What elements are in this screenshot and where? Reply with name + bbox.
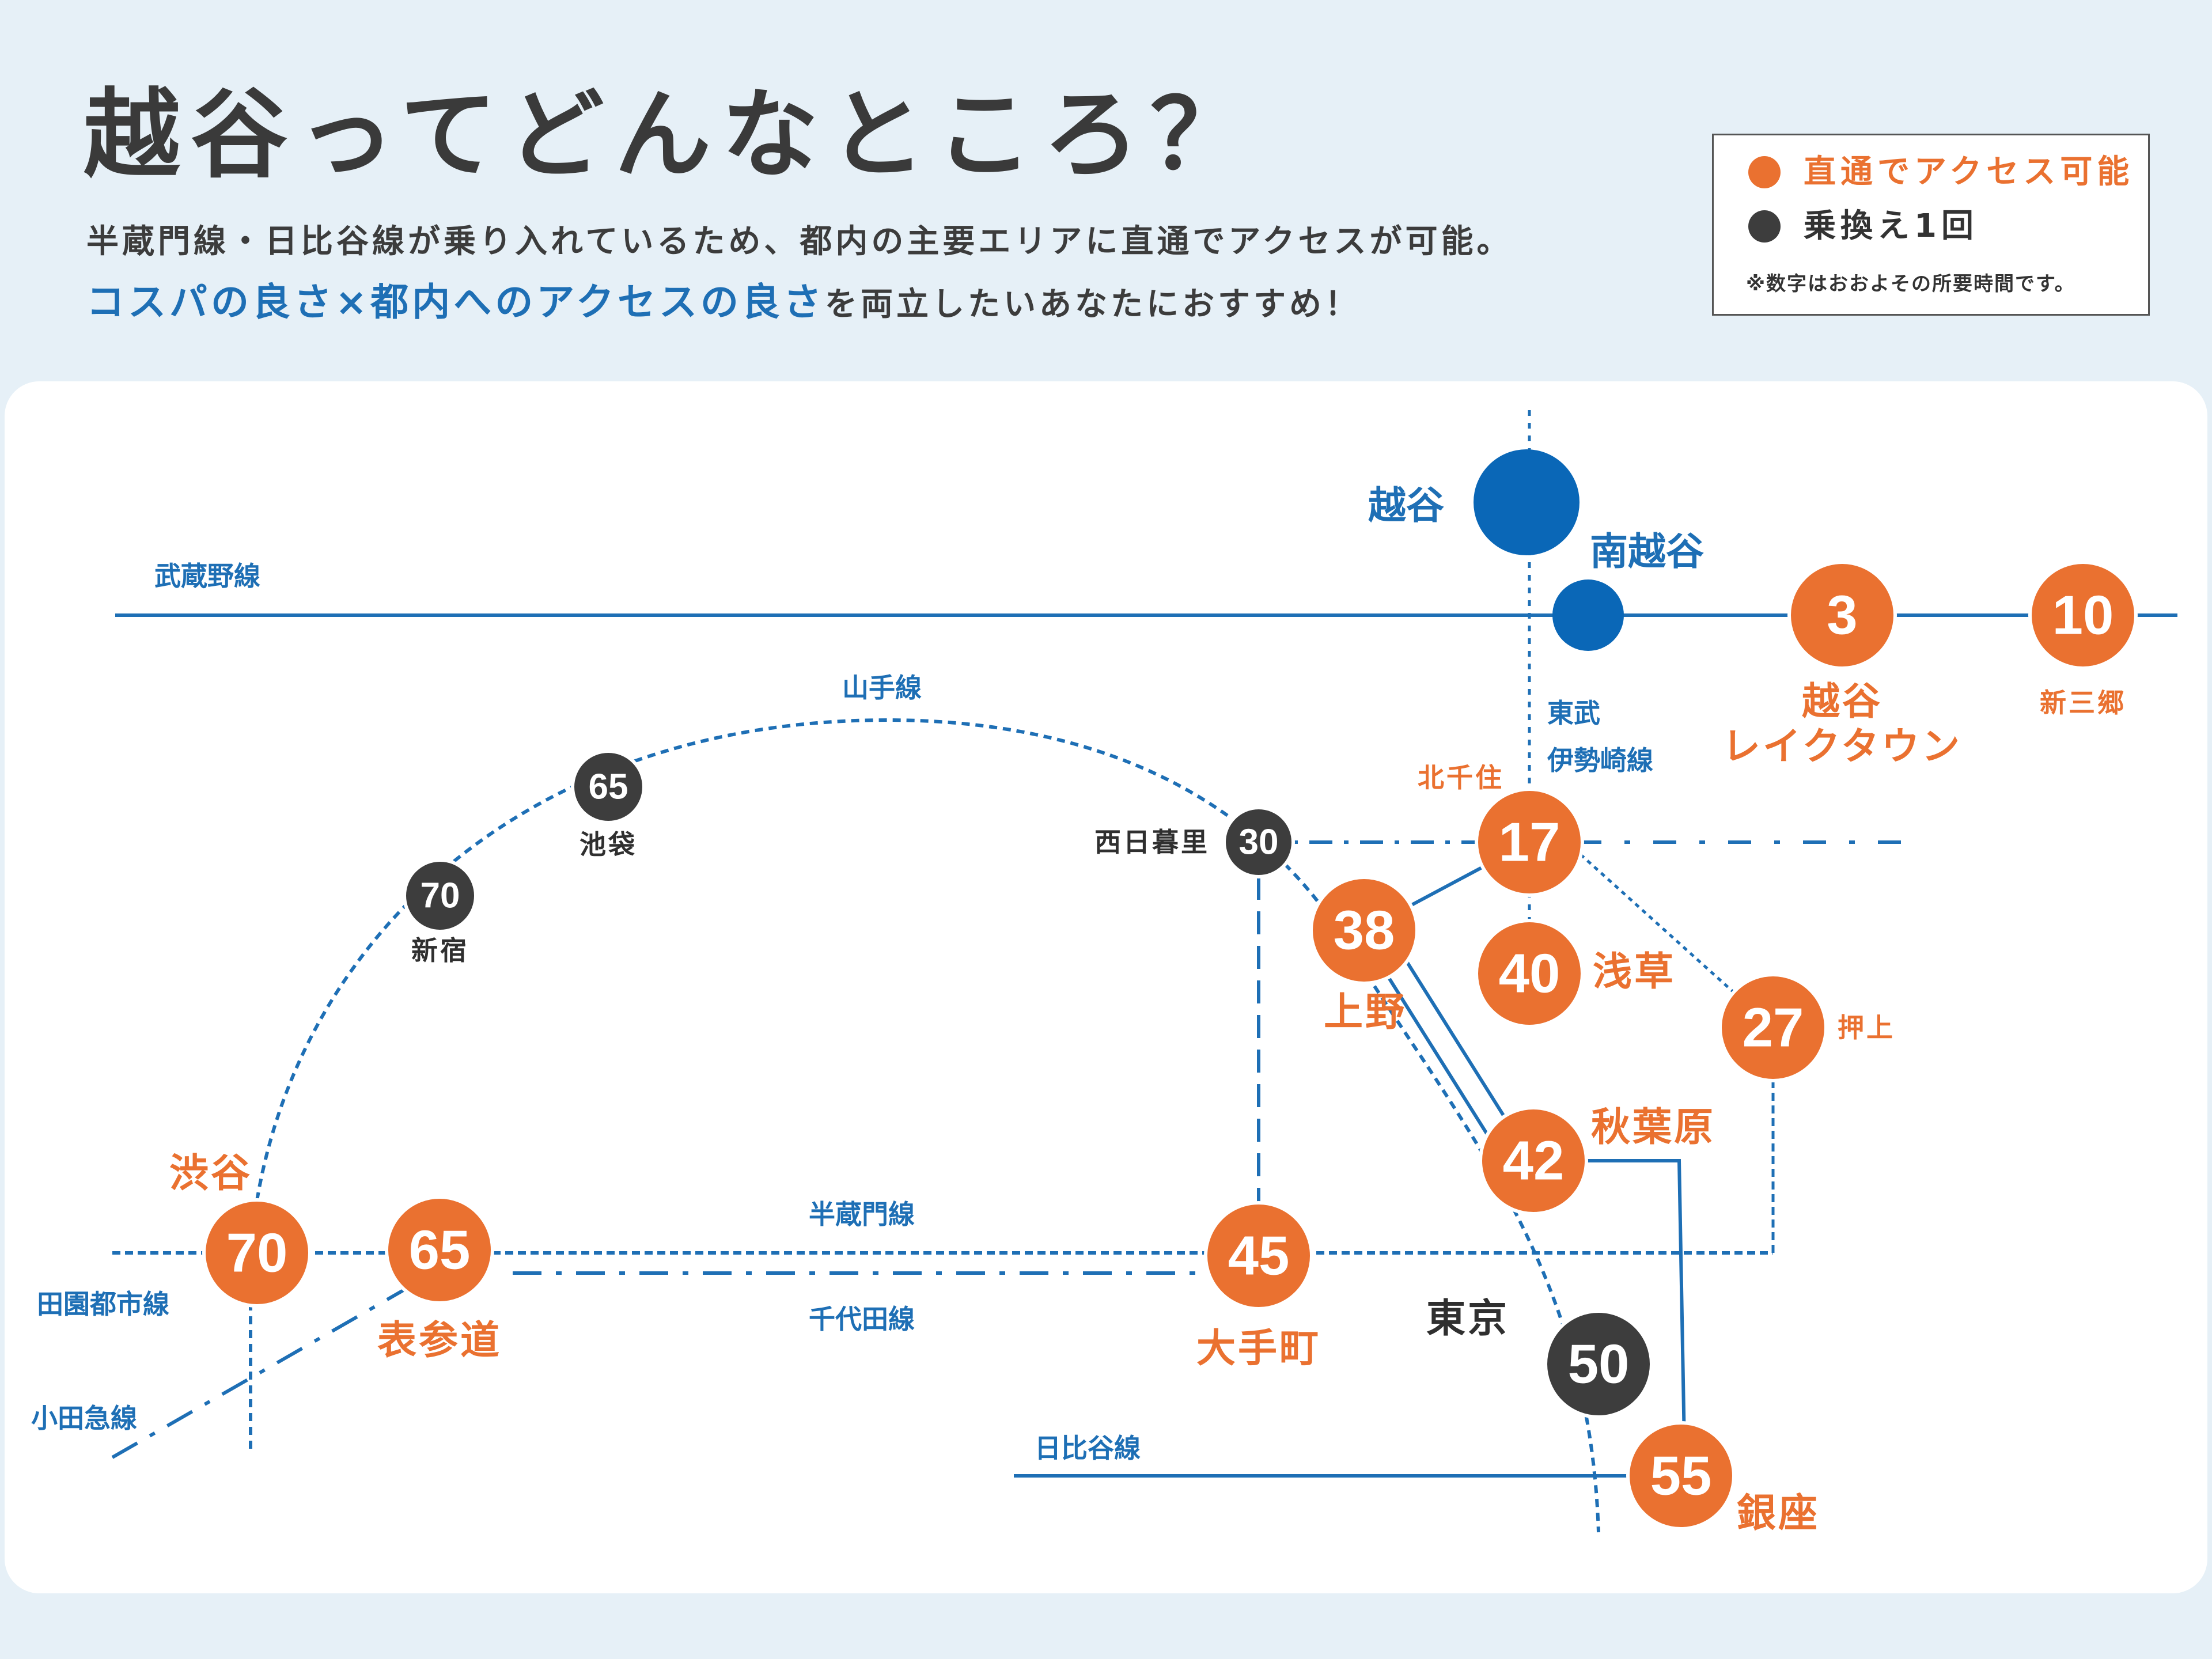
legend-note: ※数字はおおよその所要時間です。	[1746, 272, 2075, 296]
station-minutes: 65	[409, 1219, 471, 1281]
station-marker	[1479, 1106, 1588, 1215]
station-name: 東京	[1426, 1296, 1509, 1342]
station-name: 押上	[1838, 1012, 1895, 1043]
legend-transfer-label: 乗換え1回	[1804, 207, 1978, 245]
station-shibuya: 70 渋谷	[169, 1151, 312, 1308]
station-name: 上野	[1324, 990, 1407, 1035]
legend-item-transfer: 乗換え1回	[1748, 210, 1978, 243]
station-marker	[1626, 1421, 1736, 1531]
station-shin-misato: 10 新三郷	[2028, 560, 2138, 718]
station-otemachi: 45 大手町	[1196, 1201, 1321, 1372]
minami-koshigaya-origin-dot	[1552, 579, 1624, 651]
tobu-line-label-1: 東武	[1547, 698, 1600, 729]
station-marker	[1475, 787, 1584, 897]
station-name: 銀座	[1737, 1491, 1820, 1536]
station-marker	[403, 858, 478, 933]
description-line-1: 半蔵門線・日比谷線が乗り入れているため、都内の主要エリアに直通でアクセスが可能。	[86, 223, 1513, 260]
description-rest: を両立したいあなたにおすすめ！	[825, 286, 1361, 323]
station-name: 新宿	[411, 935, 469, 966]
yamanote-line	[249, 718, 1600, 1533]
station-marker	[1544, 1309, 1653, 1419]
station-marker	[1309, 876, 1419, 985]
station-minutes: 70	[226, 1222, 288, 1284]
station-kita-senju: 17 北千住	[1418, 762, 1584, 897]
station-ikebukuro: 65 池袋	[571, 749, 646, 860]
station-minutes: 27	[1743, 997, 1804, 1059]
station-name: 越谷	[1802, 679, 1883, 724]
dark-dot-icon	[1748, 210, 1781, 243]
station-omotesando: 65 表参道	[377, 1195, 502, 1363]
station-name: 秋葉原	[1591, 1105, 1715, 1150]
station-marker	[1718, 973, 1828, 1082]
station-name: 西日暮里	[1094, 827, 1210, 858]
station-nishi-nippori: 30 西日暮里	[1094, 806, 1295, 878]
legend-direct-label: 直通でアクセス可能	[1804, 153, 2134, 191]
station-minutes: 17	[1499, 812, 1560, 873]
page-title: 越谷ってどんなところ？	[84, 78, 1257, 191]
orange-dot-icon	[1748, 156, 1781, 188]
station-minutes: 55	[1650, 1445, 1712, 1507]
station-minutes: 3	[1827, 585, 1857, 646]
station-minutes: 40	[1499, 943, 1560, 1005]
station-marker	[2028, 560, 2138, 670]
station-minutes: 45	[1228, 1225, 1290, 1287]
station-name: 池袋	[579, 829, 637, 860]
musashino-line-label: 武蔵野線	[154, 560, 260, 592]
station-oshiage: 27 押上	[1718, 973, 1895, 1082]
station-name: 浅草	[1593, 949, 1676, 995]
station-asakusa: 40 浅草	[1475, 919, 1676, 1028]
station-marker	[571, 749, 646, 824]
koshigaya-label: 越谷	[1368, 483, 1444, 528]
station-marker	[202, 1198, 312, 1308]
station-name: レイクタウン	[1722, 724, 1962, 768]
station-marker	[1787, 560, 1897, 670]
station-minutes: 10	[2052, 585, 2114, 646]
station-name: 北千住	[1418, 762, 1504, 793]
koshigaya-origin-dot	[1474, 449, 1580, 555]
station-akihabara: 42 秋葉原	[1479, 1105, 1715, 1215]
station-marker	[1222, 806, 1295, 878]
station-name: 表参道	[377, 1318, 502, 1363]
description-highlight: コスパの良さ×都内へのアクセスの良さ	[86, 280, 825, 324]
station-minutes: 65	[589, 767, 628, 807]
station-minutes: 30	[1239, 823, 1279, 862]
legend-item-direct: 直通でアクセス可能	[1748, 156, 2134, 188]
chiyoda-line-label: 千代田線	[809, 1304, 915, 1335]
station-name: 渋谷	[169, 1151, 252, 1196]
odakyu-line	[111, 1289, 404, 1459]
station-minutes: 50	[1568, 1334, 1630, 1395]
description-line-2: コスパの良さ×都内へのアクセスの良さを両立したいあなたにおすすめ！	[86, 283, 1361, 321]
hibiya-line-label: 日比谷線	[1035, 1433, 1141, 1464]
station-marker	[385, 1195, 494, 1305]
station-name: 大手町	[1196, 1326, 1321, 1372]
station-marker	[1204, 1201, 1313, 1310]
map-legend: 直通でアクセス可能 乗換え1回 ※数字はおおよその所要時間です。	[1712, 134, 2150, 316]
station-marker	[1475, 919, 1584, 1028]
denentoshi-line-label: 田園都市線	[37, 1289, 169, 1320]
station-minutes: 42	[1503, 1130, 1565, 1192]
station-ueno: 38 上野	[1309, 876, 1419, 1035]
odakyu-line-label: 小田急線	[31, 1403, 137, 1434]
station-tokyo: 50 東京	[1426, 1296, 1653, 1419]
tobu-line-label-2: 伊勢崎線	[1547, 745, 1653, 776]
minami-koshigaya-label: 南越谷	[1590, 529, 1704, 574]
station-name: 新三郷	[2040, 687, 2126, 718]
station-minutes: 70	[421, 876, 460, 916]
yamanote-line-label: 山手線	[842, 672, 922, 703]
station-shinjuku: 70 新宿	[403, 858, 478, 966]
station-ginza: 55 銀座	[1626, 1421, 1820, 1536]
hanzomon-line-label: 半蔵門線	[809, 1199, 915, 1230]
station-minutes: 38	[1334, 900, 1395, 961]
